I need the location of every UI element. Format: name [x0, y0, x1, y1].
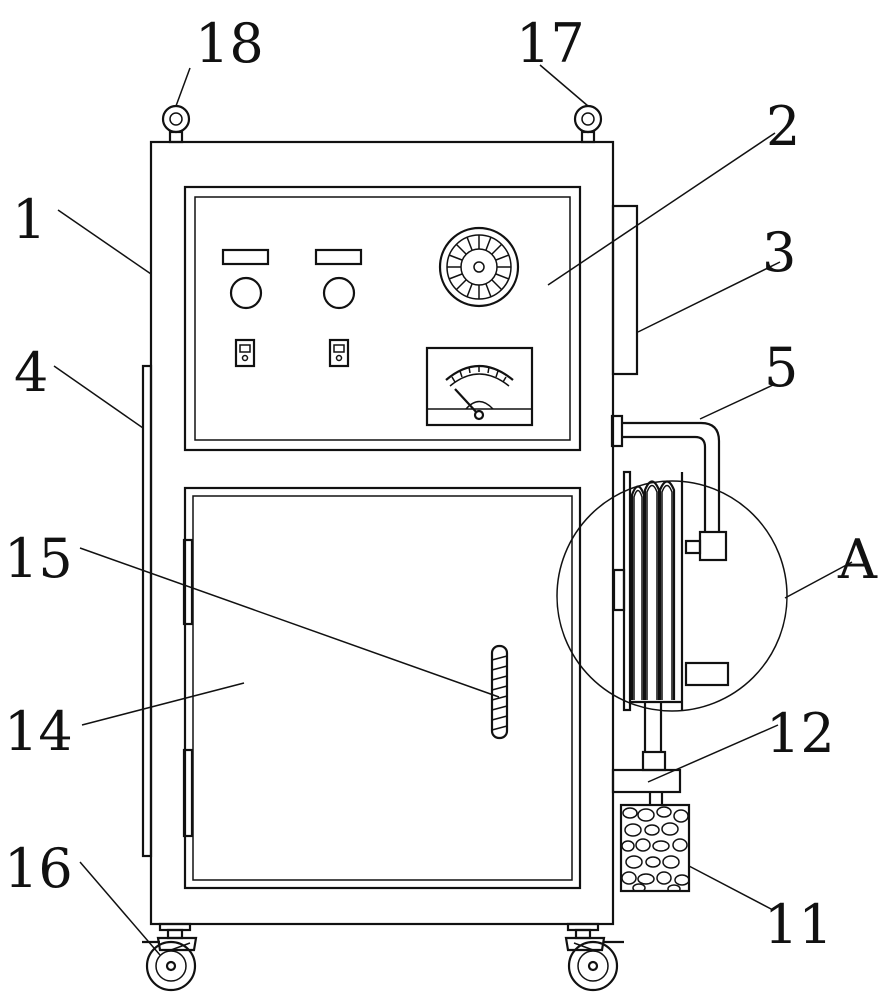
- label-4: 4: [14, 341, 48, 404]
- door-handle: [490, 644, 509, 740]
- control-panel: [183, 185, 582, 452]
- pipe-assembly: [610, 414, 730, 752]
- leader-lines: [53, 64, 853, 956]
- lifting-ring-right: [573, 104, 603, 144]
- label-2: 2: [766, 95, 800, 158]
- caster-wheel-right: [564, 922, 624, 992]
- label-16: 16: [4, 837, 73, 900]
- cabinet-body: [149, 140, 615, 926]
- label-5: 5: [764, 336, 798, 399]
- label-12: 12: [766, 702, 835, 765]
- label-18: 18: [195, 12, 264, 75]
- label-15: 15: [4, 527, 73, 590]
- label-17: 17: [516, 12, 585, 75]
- lifting-ring-left: [161, 104, 191, 144]
- caster-wheel-left: [142, 922, 198, 992]
- detail-circle-a: [556, 480, 788, 712]
- label-3: 3: [762, 221, 796, 284]
- door: [182, 486, 582, 890]
- label-1: 1: [12, 188, 46, 251]
- filter-box: [619, 803, 691, 893]
- label-11: 11: [764, 893, 833, 956]
- pipe-connector: [611, 750, 682, 806]
- label-14: 14: [4, 700, 73, 763]
- label-a: A: [837, 528, 878, 591]
- side-plate: [141, 364, 153, 858]
- side-box: [611, 204, 639, 376]
